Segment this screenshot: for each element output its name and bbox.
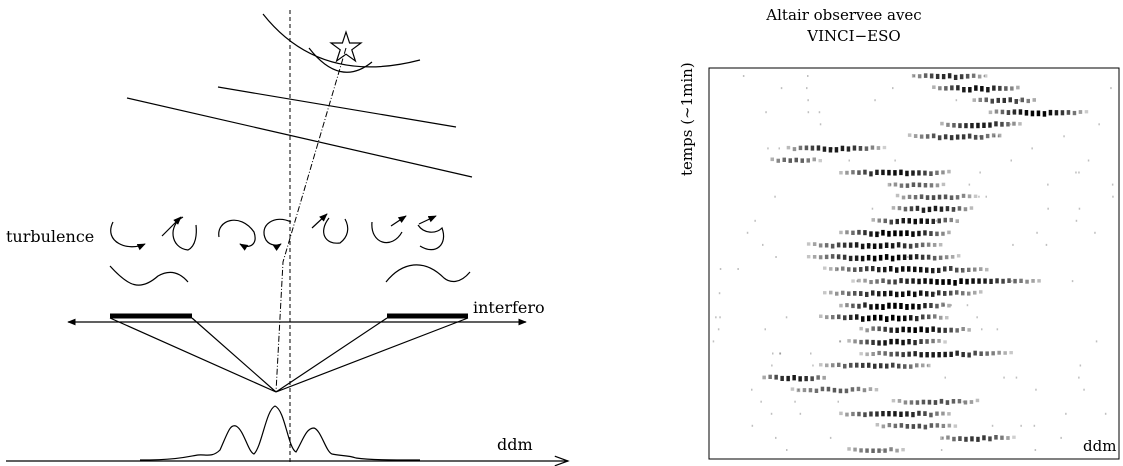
- eddy-6: [371, 221, 403, 244]
- fringe-row: [718, 290, 983, 298]
- eddy-arrow-a: [161, 216, 182, 237]
- fringe-row: [751, 423, 1036, 430]
- fringe-row: [767, 145, 1033, 153]
- fringe-row: [772, 350, 1013, 358]
- fringe-row: [742, 73, 988, 80]
- eddy-3: [218, 219, 256, 251]
- fringe-row: [887, 182, 1114, 188]
- fringe-row: [751, 386, 1085, 394]
- fringe-row: [770, 157, 1090, 163]
- panel-title-line1: Altair observee avec: [765, 6, 921, 24]
- fringe-row: [851, 278, 1074, 286]
- eddy-arrow-b: [311, 213, 328, 229]
- star-icon: [329, 30, 363, 63]
- eddy-2: [172, 216, 197, 251]
- turbulence-patch-left: [109, 265, 189, 286]
- fringe-row: [762, 374, 1080, 382]
- fringe-row: [871, 205, 1081, 213]
- beam-left: [109, 317, 277, 393]
- fringe-row: [807, 97, 1036, 104]
- fringe-row: [746, 229, 1096, 238]
- fringe-row: [839, 302, 969, 310]
- wavefront-arc-outer: [262, 13, 421, 68]
- fringe-row: [715, 314, 978, 322]
- eddy-1: [110, 221, 146, 251]
- fringe-row: [907, 133, 1065, 141]
- turbulence-patch-right: [385, 264, 471, 283]
- fringe-row: [775, 254, 961, 262]
- fringe-row: [819, 121, 1100, 129]
- wavefront-arc-inner: [308, 47, 373, 73]
- fringe-row: [786, 447, 1037, 453]
- eddy-arrow-d: [418, 215, 437, 225]
- eddy-7: [417, 224, 445, 251]
- fringe-row: [775, 435, 1062, 442]
- fringe-row: [754, 217, 1078, 225]
- label-turbulence: turbulence: [6, 227, 94, 246]
- beam-right: [275, 317, 469, 393]
- x-axis-label: ddm: [1083, 437, 1116, 455]
- fringe-row: [717, 326, 999, 333]
- interferometer-diagram: [6, 10, 570, 466]
- eddy-arrow-c: [390, 215, 407, 227]
- fringe-image: [712, 73, 1114, 453]
- fringe-row: [765, 109, 1089, 117]
- panel-title-line2: VINCI−ESO: [806, 27, 900, 45]
- fringe-row: [780, 85, 1112, 93]
- label-ddm-left: ddm: [497, 435, 533, 454]
- fringe-row: [774, 193, 1114, 200]
- fringe-envelope-curve: [139, 405, 421, 461]
- light-ray-dashdot: [275, 47, 347, 393]
- eddy-5: [323, 217, 349, 244]
- y-axis-label: temps (~1min): [678, 62, 696, 176]
- label-interfero: interfero: [473, 298, 545, 317]
- fringe-image-frame: [708, 67, 1120, 460]
- fringe-row: [762, 242, 1048, 250]
- eddy-4: [263, 218, 292, 251]
- fringe-row: [719, 266, 989, 274]
- fringe-row: [712, 338, 1098, 346]
- fringe-row: [760, 398, 980, 405]
- fringe-row: [771, 362, 1082, 369]
- wavefront-plane-1: [217, 86, 457, 128]
- fringe-row: [839, 169, 1080, 177]
- fringe-row: [770, 410, 1107, 418]
- wavefront-plane-2: [126, 97, 473, 178]
